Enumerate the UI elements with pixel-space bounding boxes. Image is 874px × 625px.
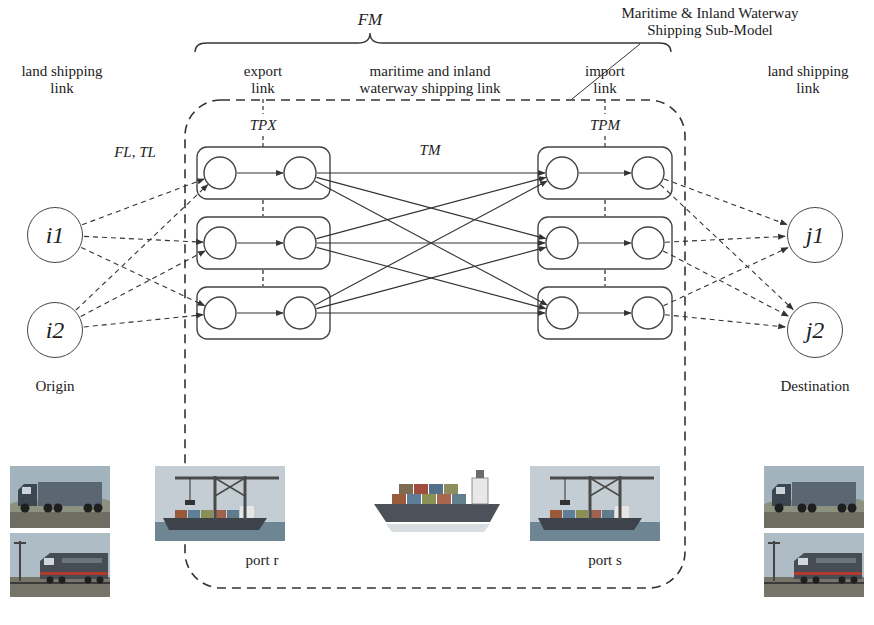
illustration-part — [237, 312, 283, 313]
shipping-link — [317, 172, 545, 173]
land-link — [663, 248, 787, 306]
train-picture — [10, 533, 110, 597]
land-link — [665, 315, 785, 327]
illustration-part — [632, 297, 664, 329]
node-label: j2 — [806, 317, 825, 343]
link-name: land shipping link — [758, 63, 858, 97]
origin-destination-circle: j2 — [787, 302, 843, 358]
model-name: FM — [358, 10, 383, 30]
illustration-part — [204, 157, 236, 189]
land-link — [665, 236, 785, 242]
sub-model-name: Maritime & Inland Waterway Shipping Sub-… — [610, 5, 810, 39]
land-link — [663, 251, 788, 316]
port-s-column — [538, 147, 672, 339]
curly-brace — [195, 33, 671, 52]
illustration-part — [262, 270, 263, 286]
cost-symbol: TM — [420, 142, 441, 159]
shipping-link — [316, 177, 545, 238]
illustration-part — [538, 147, 672, 199]
illustration-part — [197, 287, 330, 339]
endpoint-name: Origin — [35, 378, 74, 395]
origin-destination-circle: i1 — [27, 207, 83, 263]
shipping-link — [315, 181, 547, 305]
origin-destination-circle: j1 — [787, 207, 843, 263]
shipping-link — [316, 247, 545, 308]
ship-picture — [374, 470, 500, 532]
train-picture — [764, 533, 864, 597]
port-crane-picture — [155, 466, 285, 541]
illustration-part — [546, 297, 578, 329]
illustration-part — [237, 242, 283, 243]
illustration-part — [632, 157, 664, 189]
illustration-part — [284, 297, 316, 329]
land-link — [81, 251, 205, 317]
node-label: j1 — [806, 222, 825, 248]
port-name: port s — [588, 552, 622, 569]
illustration-part — [546, 227, 578, 259]
shipping-link — [316, 177, 545, 238]
illustration-part — [197, 147, 330, 199]
shipping-link — [315, 181, 547, 305]
land-link — [82, 179, 204, 225]
land-link — [81, 247, 204, 305]
node-label: i1 — [46, 222, 65, 248]
link-name: maritime and inland waterway shipping li… — [342, 63, 518, 97]
illustration-part — [579, 242, 631, 243]
land-link — [84, 315, 203, 327]
port-crane-picture — [530, 466, 660, 541]
port-r-column — [197, 147, 330, 339]
illustration-part — [284, 157, 316, 189]
illustration-part — [632, 227, 664, 259]
cost-symbol: FL, TL — [114, 144, 156, 161]
illustration-part — [284, 227, 316, 259]
illustration-part — [546, 157, 578, 189]
shipping-link — [316, 247, 545, 308]
illustration-part — [579, 312, 631, 313]
dash-marker — [604, 136, 605, 147]
illustration-part — [237, 172, 283, 173]
link-name: export link — [235, 63, 291, 97]
land-link — [664, 179, 787, 225]
illustration-part — [579, 172, 631, 173]
dash-marker — [262, 99, 263, 114]
illustration-part — [262, 200, 263, 216]
illustration-part — [204, 227, 236, 259]
illustration-part — [538, 217, 672, 269]
land-link — [84, 236, 203, 242]
land-link — [660, 185, 793, 310]
dash-marker — [262, 136, 263, 147]
illustration-part — [538, 287, 672, 339]
illustration-part — [604, 200, 605, 216]
node-label: i2 — [46, 317, 65, 343]
port-name: port r — [246, 552, 279, 569]
endpoint-name: Destination — [780, 378, 849, 395]
leader-line — [572, 44, 640, 99]
link-name: import link — [577, 63, 633, 97]
link-name: land shipping link — [12, 63, 112, 97]
dash-marker — [604, 99, 605, 114]
shipping-link — [317, 312, 545, 313]
cost-symbol: TPX — [250, 117, 277, 134]
illustration-part — [204, 297, 236, 329]
truck-picture — [10, 466, 110, 528]
origin-destination-circle: i2 — [27, 302, 83, 358]
illustration-part — [604, 270, 605, 286]
illustration-part — [197, 217, 330, 269]
land-link — [76, 185, 208, 310]
truck-picture — [764, 466, 864, 528]
cost-symbol: TPM — [590, 117, 620, 134]
